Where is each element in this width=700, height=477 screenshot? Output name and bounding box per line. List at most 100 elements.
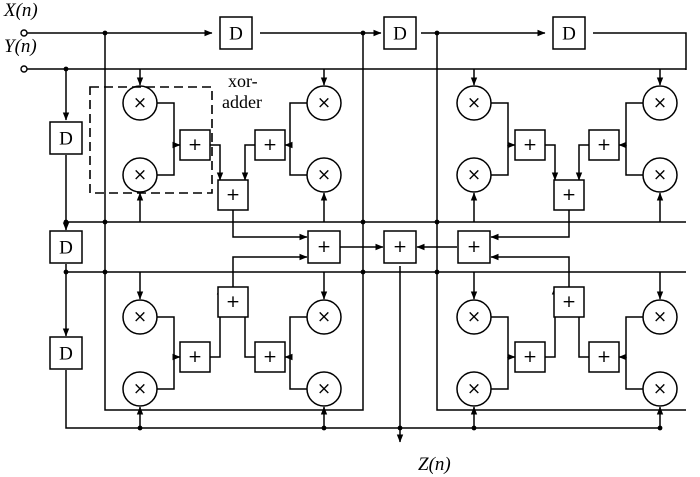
- multiplier-label: ×: [653, 307, 667, 327]
- junction-dot: [63, 66, 69, 72]
- wire: [241, 144, 255, 181]
- multiplier-node: [306, 299, 342, 335]
- wire: [593, 32, 687, 70]
- multiplier-node: [642, 85, 678, 121]
- multiplier-label: ×: [133, 93, 147, 113]
- wire: [625, 357, 643, 390]
- adder-label: +: [188, 135, 202, 155]
- junction-dot: [434, 269, 440, 275]
- multiplier-node: [456, 371, 492, 407]
- adder-label: +: [523, 135, 537, 155]
- wire: [65, 370, 660, 429]
- adder-label: +: [393, 237, 407, 257]
- adder-block: [457, 230, 491, 264]
- delay-label: D: [562, 24, 576, 45]
- multiplier-label: ×: [317, 307, 331, 327]
- multiplier-label: ×: [317, 379, 331, 399]
- wire: [625, 145, 643, 176]
- wire: [157, 357, 175, 390]
- wire: [157, 316, 181, 361]
- adder-label: +: [597, 135, 611, 155]
- multiplier-node: [642, 371, 678, 407]
- multiplier-label: ×: [133, 379, 147, 399]
- delay-block: [219, 16, 253, 50]
- multiplier-label: ×: [467, 93, 481, 113]
- adder-block: [514, 129, 546, 161]
- multiplier-node: [122, 85, 158, 121]
- wire: [545, 144, 559, 181]
- multiplier-node: [122, 299, 158, 335]
- adder-block: [307, 230, 341, 264]
- adder-label: +: [226, 185, 240, 205]
- adder-label: +: [263, 135, 277, 155]
- multiplier-node: [642, 299, 678, 335]
- wire: [491, 316, 516, 361]
- input-y-label: Y(n): [4, 36, 37, 57]
- adder-block: [383, 230, 417, 264]
- junction-dot: [360, 219, 366, 225]
- delay-block: [552, 16, 586, 50]
- output-z-label: Z(n): [418, 454, 451, 475]
- multiplier-label: ×: [133, 307, 147, 327]
- delay-block: [49, 336, 83, 370]
- adder-block: [514, 341, 546, 373]
- wire: [232, 253, 308, 287]
- multiplier-label: ×: [653, 93, 667, 113]
- wire: [491, 357, 509, 390]
- wire: [491, 145, 509, 176]
- junction-dot: [137, 425, 143, 431]
- multiplier-node: [456, 157, 492, 193]
- multiplier-label: ×: [317, 165, 331, 185]
- multiplier-node: [122, 371, 158, 407]
- delay-label: D: [229, 24, 243, 45]
- junction-dot: [434, 219, 440, 225]
- junction-dot: [102, 219, 108, 225]
- multiplier-label: ×: [467, 165, 481, 185]
- multiplier-node: [122, 157, 158, 193]
- multiplier-node: [642, 157, 678, 193]
- wire: [232, 210, 308, 241]
- multiplier-node: [306, 157, 342, 193]
- adder-label: +: [263, 347, 277, 367]
- delay-label: D: [59, 129, 73, 150]
- junction-dot: [434, 30, 440, 36]
- multiplier-node: [306, 371, 342, 407]
- junction-dot: [471, 425, 477, 431]
- adder-label: +: [226, 292, 240, 312]
- multiplier-node: [306, 85, 342, 121]
- wire: [157, 102, 181, 149]
- multiplier-label: ×: [467, 307, 481, 327]
- junction-dot: [360, 269, 366, 275]
- wire: [210, 144, 224, 181]
- xor-adder-label-line1: xor-: [228, 71, 258, 91]
- junction-dot: [63, 269, 69, 275]
- adder-label: +: [597, 347, 611, 367]
- delay-block: [383, 16, 417, 50]
- wire: [490, 253, 570, 287]
- junction-dot: [657, 425, 663, 431]
- wire: [575, 144, 589, 181]
- adder-label: +: [467, 237, 481, 257]
- adder-label: +: [562, 185, 576, 205]
- adder-label: +: [523, 347, 537, 367]
- xor-adder-label-line2: adder: [222, 92, 262, 112]
- junction-dots: [63, 30, 663, 431]
- delay-label: D: [393, 24, 407, 45]
- multiplier-label: ×: [467, 379, 481, 399]
- junction-dot: [102, 30, 108, 36]
- wire: [284, 316, 307, 361]
- multiplier-label: ×: [133, 165, 147, 185]
- adder-block: [217, 179, 249, 211]
- wire: [289, 357, 307, 390]
- adder-block: [254, 129, 286, 161]
- delay-label: D: [59, 344, 73, 365]
- wire: [284, 102, 307, 149]
- input-x-label: X(n): [3, 0, 38, 21]
- delay-label: D: [59, 238, 73, 259]
- wire: [618, 316, 643, 361]
- multiplier-node: [456, 85, 492, 121]
- delay-block: [49, 121, 83, 155]
- junction-dot: [102, 269, 108, 275]
